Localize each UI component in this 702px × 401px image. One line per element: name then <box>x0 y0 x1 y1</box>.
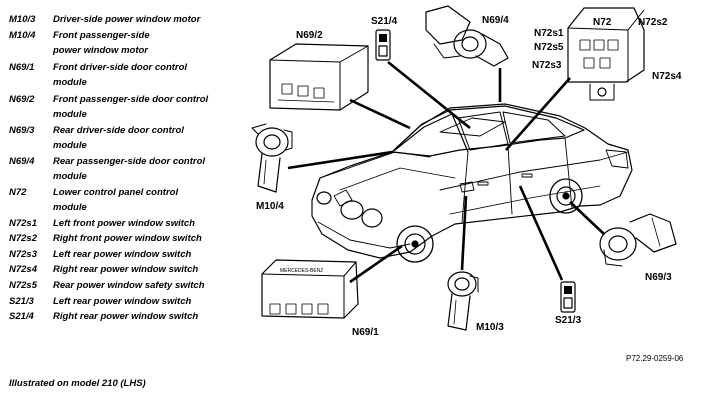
legend-description: Rear driver-side door control <box>53 125 184 136</box>
legend-code: N69/2 <box>9 94 35 105</box>
footer-note: Illustrated on model 210 (LHS) <box>9 378 146 389</box>
legend-description: Driver-side power window motor <box>53 14 201 25</box>
n69-4-motor <box>425 5 509 67</box>
legend-description: Right front power window switch <box>53 233 202 244</box>
legend-description: module <box>53 77 87 88</box>
car-illustration <box>311 103 633 263</box>
legend-code: N72s4 <box>9 264 37 275</box>
document-reference: P72.29-0259-06 <box>626 354 684 363</box>
s21-3-switch <box>560 281 576 313</box>
callout-n72s5: N72s5 <box>534 42 564 53</box>
n69-2-module <box>269 43 369 111</box>
legend-description: Lower control panel control <box>53 187 179 198</box>
legend-code: N69/4 <box>9 156 35 167</box>
legend-code: N69/1 <box>9 62 35 73</box>
legend-code: N72s1 <box>9 218 37 229</box>
legend-code: S21/3 <box>9 296 34 307</box>
legend-description: Right rear power window switch <box>53 311 199 322</box>
n69-3-motor <box>599 213 677 267</box>
legend-code: N72s5 <box>9 280 37 291</box>
n72-control-panel <box>567 7 645 101</box>
legend-description: module <box>53 171 87 182</box>
callout-n72: N72 <box>593 17 612 28</box>
legend-code: N69/3 <box>9 125 35 136</box>
callout-m10-3: M10/3 <box>476 322 504 333</box>
legend-code: M10/3 <box>9 14 36 25</box>
m10-3-motor <box>447 271 479 331</box>
legend-description: Front driver-side door control <box>53 62 188 73</box>
callout-n69-2: N69/2 <box>296 30 323 41</box>
leader-lines <box>287 60 605 284</box>
callout-n69-4: N69/4 <box>482 15 509 26</box>
n69-1-module <box>261 259 359 319</box>
callout-n69-1: N69/1 <box>352 327 379 338</box>
callout-n72s1: N72s1 <box>534 28 564 39</box>
callout-s21-4: S21/4 <box>371 16 398 27</box>
legend-description: module <box>53 140 87 151</box>
s21-4-switch <box>375 29 391 61</box>
module-brand-label: MERCEDES-BENZ <box>280 268 323 274</box>
legend-description: module <box>53 202 87 213</box>
legend-description: Front passenger-side <box>53 30 150 41</box>
legend-code: N72 <box>9 187 27 198</box>
legend-description: Rear power window safety switch <box>53 280 205 291</box>
legend-code: S21/4 <box>9 311 34 322</box>
legend-description: Left rear power window switch <box>53 249 192 260</box>
callout-n72s4: N72s4 <box>652 71 682 82</box>
legend-code: M10/4 <box>9 30 36 41</box>
legend-description: Front passenger-side door control <box>53 94 209 105</box>
callout-n69-3: N69/3 <box>645 272 672 283</box>
callout-n72s2: N72s2 <box>638 17 668 28</box>
m10-4-motor <box>251 123 293 193</box>
callout-n72s3: N72s3 <box>532 60 562 71</box>
legend-description: Rear passenger-side door control <box>53 156 206 167</box>
legend-description: Left rear power window switch <box>53 296 192 307</box>
legend-code: N72s2 <box>9 233 37 244</box>
legend-description: power window motor <box>53 45 148 56</box>
legend-description: module <box>53 109 87 120</box>
legend-code: N72s3 <box>9 249 37 260</box>
callout-m10-4: M10/4 <box>256 201 284 212</box>
legend-description: Left front power window switch <box>53 218 195 229</box>
callout-s21-3: S21/3 <box>555 315 582 326</box>
legend-description: Right rear power window switch <box>53 264 199 275</box>
